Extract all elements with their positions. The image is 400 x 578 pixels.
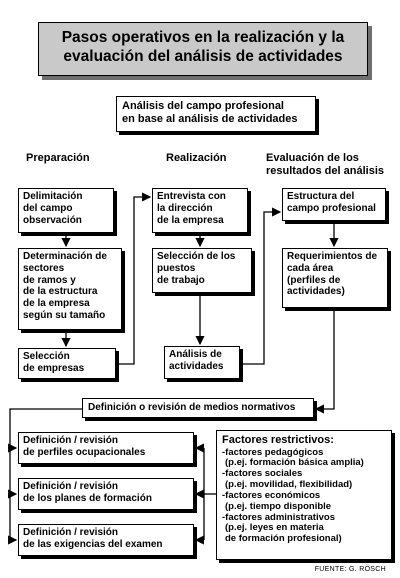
step-line: Entrevista con (157, 191, 226, 202)
step-line: Estructura del (287, 191, 355, 202)
step-line: (perfiles de (287, 274, 341, 286)
step-line: Selección de los (157, 251, 236, 262)
factor-line: -factores pedagógicos (222, 446, 324, 458)
step-line: Requerimientos de (287, 251, 378, 262)
arrow-analisis-to-estructura (241, 207, 282, 365)
factor-line: (p.ej. movilidad, flexibilidad) (225, 479, 353, 491)
factor-line: (p.ej. leyes en materia (225, 522, 324, 534)
analysis-line-1: Análisis del campo profesional (122, 100, 284, 112)
step-line: Definición / revisión (23, 481, 119, 492)
factor-line: -factores sociales (222, 468, 303, 480)
diagram-title: Pasos operativos en la realización y la … (38, 22, 368, 76)
title-line-1: Pasos operativos en la realización y la (61, 29, 345, 46)
step-line: Análisis de (169, 349, 222, 360)
step-determinacion: Determinación de sectores de ramos y de … (18, 248, 122, 330)
arrow-medios-to-definitions (9, 408, 82, 448)
step-line: sectores (23, 262, 65, 274)
step-line: actividades (169, 360, 224, 372)
header-evaluacion-line-1: Evaluación de los (266, 152, 359, 164)
step-line: campo profesional (287, 202, 376, 214)
step-line: de perfiles ocupacionales (23, 446, 146, 458)
step-requerimientos: Requerimientos de cada área (perfiles de… (282, 248, 388, 308)
step-entrevista: Entrevista con la dirección de la empres… (152, 188, 248, 233)
step-seleccion-puestos: Selección de los puestos de trabajo (152, 248, 252, 293)
step-line: actividades) (287, 286, 345, 298)
arrow-requerimientos-to-medios (314, 309, 335, 414)
step-line: de las exigencias del examen (23, 538, 163, 550)
def-planes: Definición / revisión de los planes de f… (18, 478, 194, 510)
step-line: la dirección (157, 202, 213, 214)
def-perfiles: Definición / revisión de perfiles ocupac… (18, 432, 194, 464)
factores-restrictivos-box: Factores restrictivos: -factores pedagóg… (216, 430, 392, 560)
title-line-2: evaluación del análisis de actividades (63, 48, 343, 66)
step-line: de la empresa (23, 298, 90, 310)
header-evaluacion: Evaluación de los resultados del análisi… (266, 152, 384, 179)
header-realizacion: Realización (166, 152, 227, 164)
step-line: Delimitación (23, 191, 83, 202)
factor-line: -factores administrativos (222, 511, 335, 523)
step-line: de la empresa (157, 214, 224, 226)
step-line: de los planes de formación (23, 492, 152, 504)
source-credit: FUENTE: G. RÖSCH (314, 566, 386, 573)
step-line: de ramos y (23, 274, 76, 286)
factores-title: Factores restrictivos: (222, 434, 334, 446)
step-analisis-actividades: Análisis de actividades (164, 346, 240, 379)
step-estructura: Estructura del campo profesional (282, 188, 386, 221)
medios-normativos-box: Definición o revisión de medios normativ… (82, 398, 314, 418)
step-line: de la estructura (23, 286, 98, 298)
step-line: de empresas (23, 362, 85, 374)
step-line: cada área (287, 262, 334, 274)
factor-line: de formación profesional) (225, 533, 342, 545)
def-examen: Definición / revisión de las exigencias … (18, 524, 194, 556)
step-line: según su tamaño (23, 309, 106, 321)
step-line: Definición / revisión (23, 527, 119, 538)
step-line: del campo (23, 202, 73, 214)
factor-line: (p.ej. formación básica amplia) (225, 457, 364, 469)
step-line: puestos (157, 262, 196, 274)
step-line: observación (23, 214, 82, 226)
analysis-line-2: en base al análisis de actividades (122, 112, 298, 125)
analysis-box: Análisis del campo profesional en base a… (116, 96, 316, 132)
header-preparacion: Preparación (26, 152, 90, 164)
step-line: Definición / revisión (23, 435, 119, 446)
step-line: Selección (23, 351, 70, 362)
step-line: Determinación de (23, 251, 107, 262)
factor-line: -factores económicos (222, 489, 321, 501)
factor-line: (p.ej. tiempo disponible (225, 500, 332, 512)
step-seleccion-empresas: Selección de empresas (18, 348, 116, 379)
header-evaluacion-line-2: resultados del análisis (266, 165, 384, 178)
step-line: de trabajo (157, 274, 205, 286)
arrow-seleccion-to-entrevista (117, 192, 152, 365)
step-delimitacion: Delimitación del campo observación (18, 188, 114, 233)
